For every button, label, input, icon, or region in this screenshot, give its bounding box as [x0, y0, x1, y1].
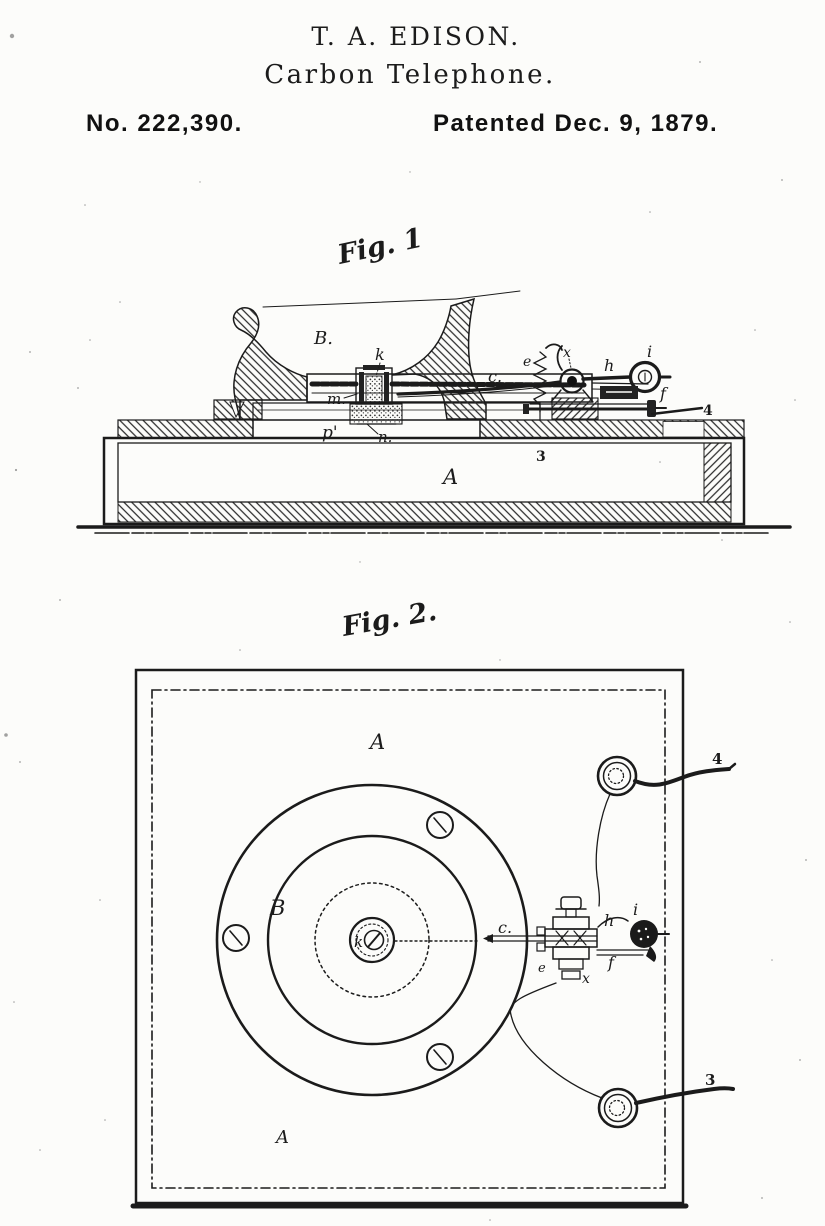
platform — [117, 399, 745, 439]
fig2-label-k: k — [354, 933, 363, 951]
binding-post-top: 4 — [595, 750, 737, 907]
center-screw-head — [363, 929, 385, 951]
fig2-label-A-top: A — [368, 730, 385, 754]
figure-1: Fig. 1 A 3 — [76, 223, 792, 534]
pivot — [550, 368, 599, 420]
fig1-label-c: c. — [488, 367, 502, 386]
lever-arm — [396, 375, 632, 398]
base-block: A 3 — [102, 436, 746, 526]
wire-mech-to-post — [509, 982, 603, 1099]
fig1-label-x: x — [563, 345, 571, 361]
fig2-caption: Fig. 2. — [339, 596, 439, 643]
inventor-name: T. A. EDISON. — [311, 22, 520, 51]
fig2-label-c: c. — [498, 918, 512, 937]
pointer-rod — [650, 406, 704, 416]
scan-noise — [4, 33, 807, 1221]
fig2-label-f: f — [607, 953, 617, 972]
fig2-label-3: 3 — [705, 1071, 715, 1089]
dashed-border — [151, 689, 666, 1189]
fig1-label-m: m. — [327, 390, 346, 408]
fig2-label-A-bottom: A — [274, 1127, 289, 1148]
spring — [532, 343, 572, 413]
patent-number: No. 222,390. — [86, 110, 243, 137]
patent-date: Patented Dec. 9, 1879. — [433, 110, 718, 137]
fig1-label-k: k — [375, 345, 385, 364]
fig1-label-i: i — [647, 342, 652, 361]
fig2-mech-labels: h i f x e — [538, 900, 638, 987]
screw-head — [426, 811, 454, 839]
board: A A — [130, 668, 689, 1209]
wire-3 — [634, 1086, 735, 1105]
fig1-label-3: 3 — [536, 449, 546, 465]
mouthpiece-cross-section: B. — [232, 290, 593, 420]
fig1-label-h: h — [604, 356, 614, 375]
carbon-button — [365, 375, 383, 403]
left-wall — [232, 307, 308, 420]
fig1-label-f: f — [659, 384, 669, 403]
fig1-labels: k m. p' n. c. e x h i f 4 — [322, 342, 713, 446]
fig1-label-4: 4 — [703, 403, 713, 419]
screw-head — [426, 1043, 454, 1071]
invention-title: Carbon Telephone. — [264, 60, 555, 90]
fig2-label-e: e — [538, 961, 546, 976]
fig1-label-e: e — [523, 354, 531, 370]
fig1-label-n: n. — [378, 428, 392, 446]
knob-terminal-top-view — [630, 920, 670, 962]
figure-2: Fig. 2. A A — [130, 596, 737, 1209]
pivot-block-top-view — [536, 896, 649, 980]
fig1-label-A: A — [441, 465, 458, 489]
fig1-caption: Fig. 1 — [334, 223, 425, 271]
fig2-label-i: i — [633, 900, 638, 919]
center-hub — [348, 916, 396, 964]
binding-post-bottom: 3 — [509, 982, 735, 1129]
wire-4 — [633, 767, 731, 787]
wire-post-to-mech — [595, 793, 611, 907]
screw-head — [222, 924, 250, 952]
fig2-label-4: 4 — [712, 750, 722, 768]
ring-terminal — [600, 360, 672, 399]
fig2-label-h: h — [604, 911, 614, 930]
fig2-label-x: x — [582, 971, 590, 987]
fig1-label-p: p' — [322, 423, 338, 443]
fig2-label-B: B — [269, 896, 285, 920]
fig1-label-B: B. — [313, 328, 333, 349]
right-wall — [391, 297, 487, 420]
ground-line — [76, 525, 792, 534]
header: T. A. EDISON. Carbon Telephone. No. 222,… — [86, 22, 718, 137]
mouthpiece-ring-top-view: B k — [215, 783, 529, 1097]
